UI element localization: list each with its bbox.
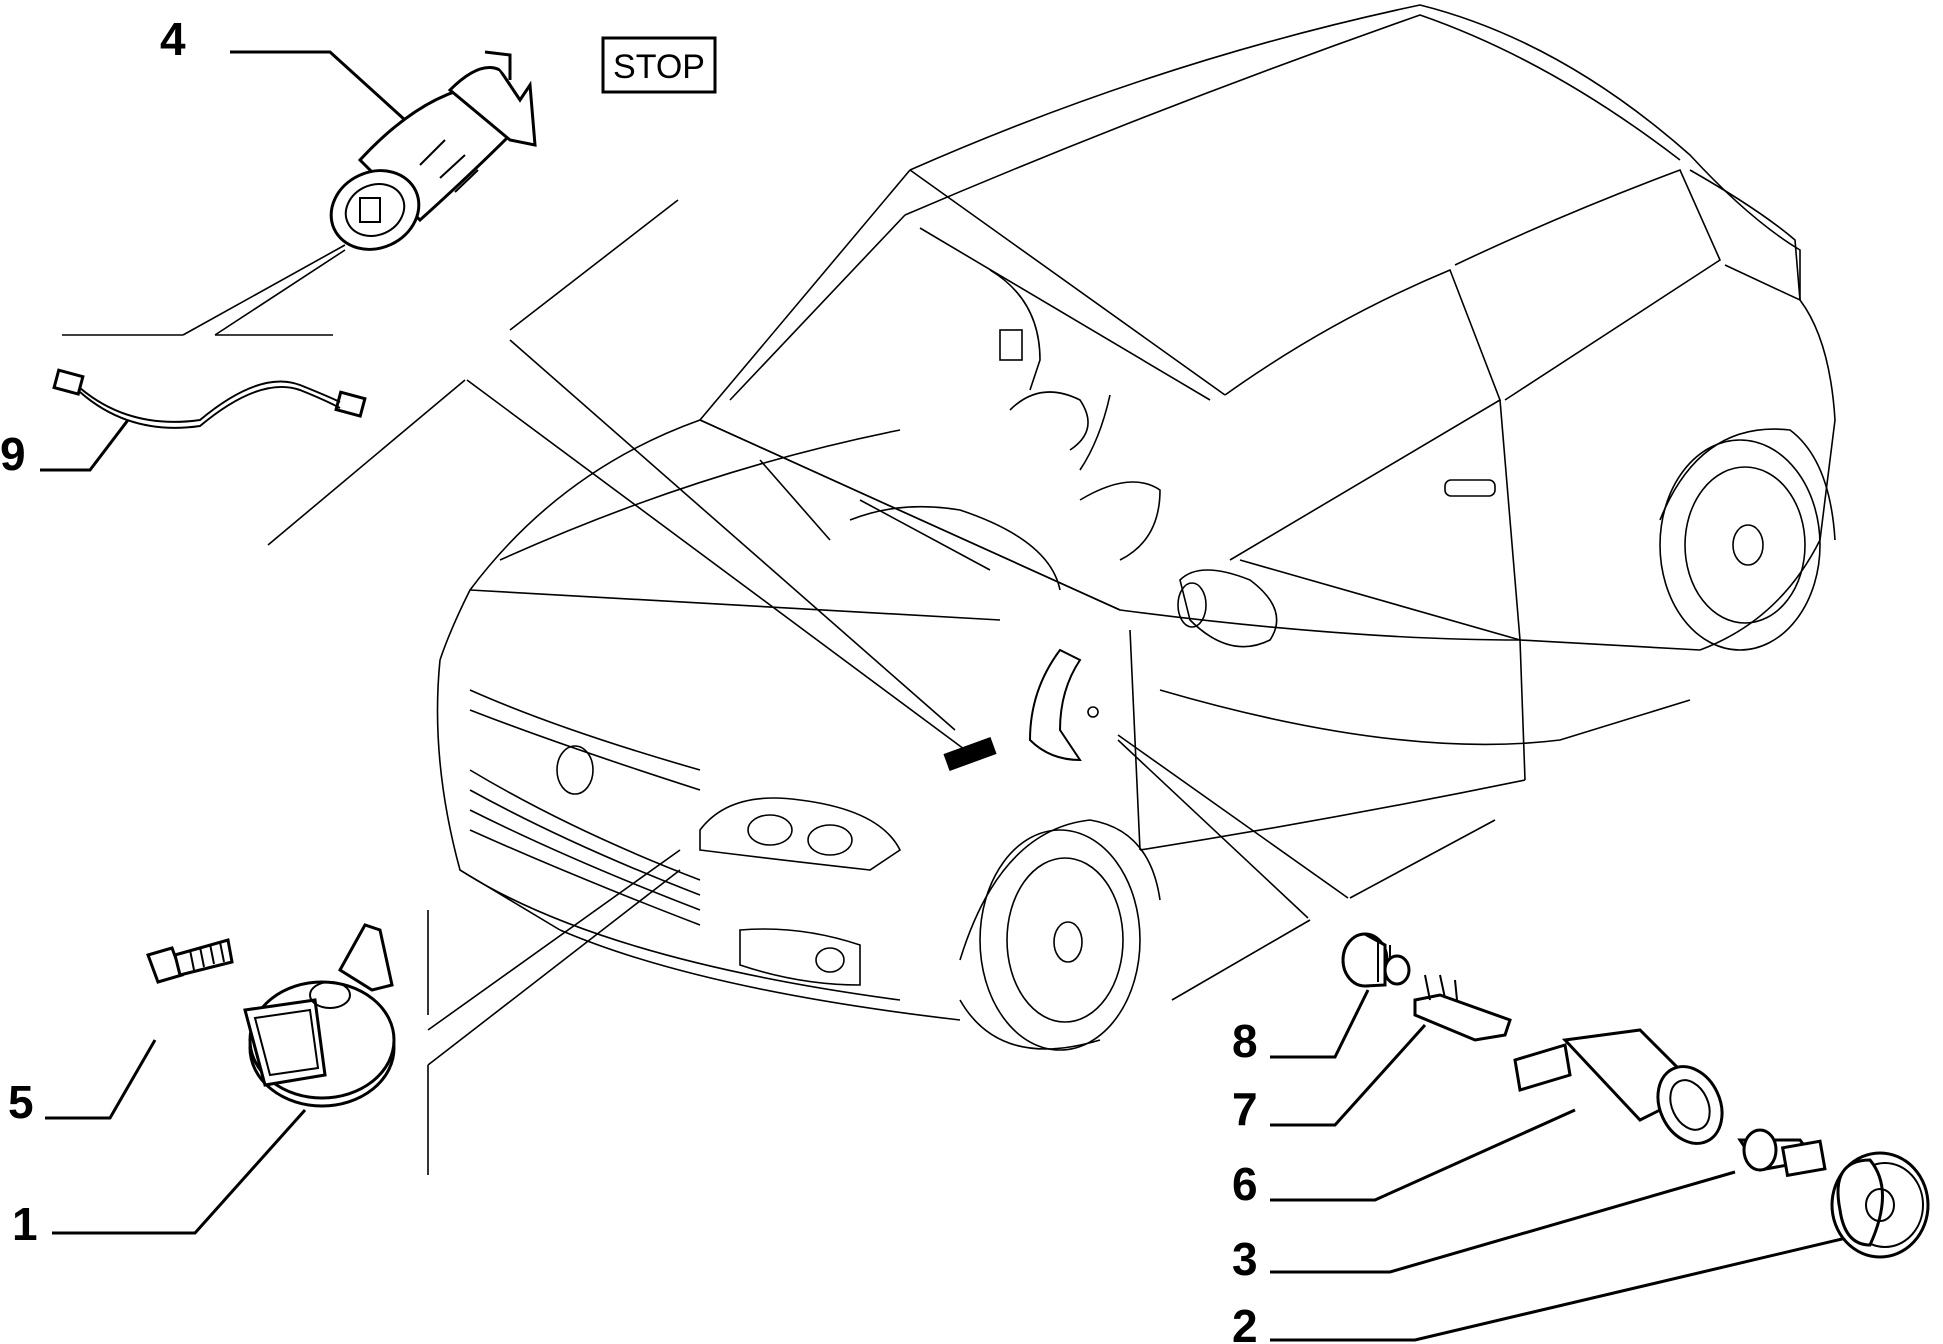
callout-2: 2	[1232, 1300, 1258, 1344]
bolt-icon	[146, 938, 234, 984]
plunger-switch-icon	[1737, 1128, 1827, 1178]
callout-9: 9	[0, 428, 26, 480]
stop-label-text: STOP	[613, 48, 705, 86]
guide-lines	[62, 199, 1496, 1175]
horn-icon	[243, 923, 396, 1108]
callout-7: 7	[1232, 1083, 1258, 1135]
wiring-harness-icon	[52, 368, 367, 429]
callout-4: 4	[160, 13, 186, 65]
bracket-icon	[1413, 974, 1512, 1042]
car-illustration	[436, 4, 1836, 1051]
callout-8: 8	[1232, 1015, 1258, 1067]
switch-housing-icon	[1830, 1151, 1930, 1259]
contact-switch-icon	[1513, 1028, 1724, 1145]
callout-5: 5	[8, 1076, 34, 1128]
stop-light-switch-icon	[329, 50, 537, 251]
rubber-boot-icon	[1341, 932, 1411, 988]
stop-label: STOP	[601, 36, 717, 94]
callout-1: 1	[12, 1198, 38, 1250]
callout-6: 6	[1232, 1158, 1258, 1210]
leader-lines	[40, 50, 1881, 1342]
callout-3: 3	[1232, 1233, 1258, 1285]
